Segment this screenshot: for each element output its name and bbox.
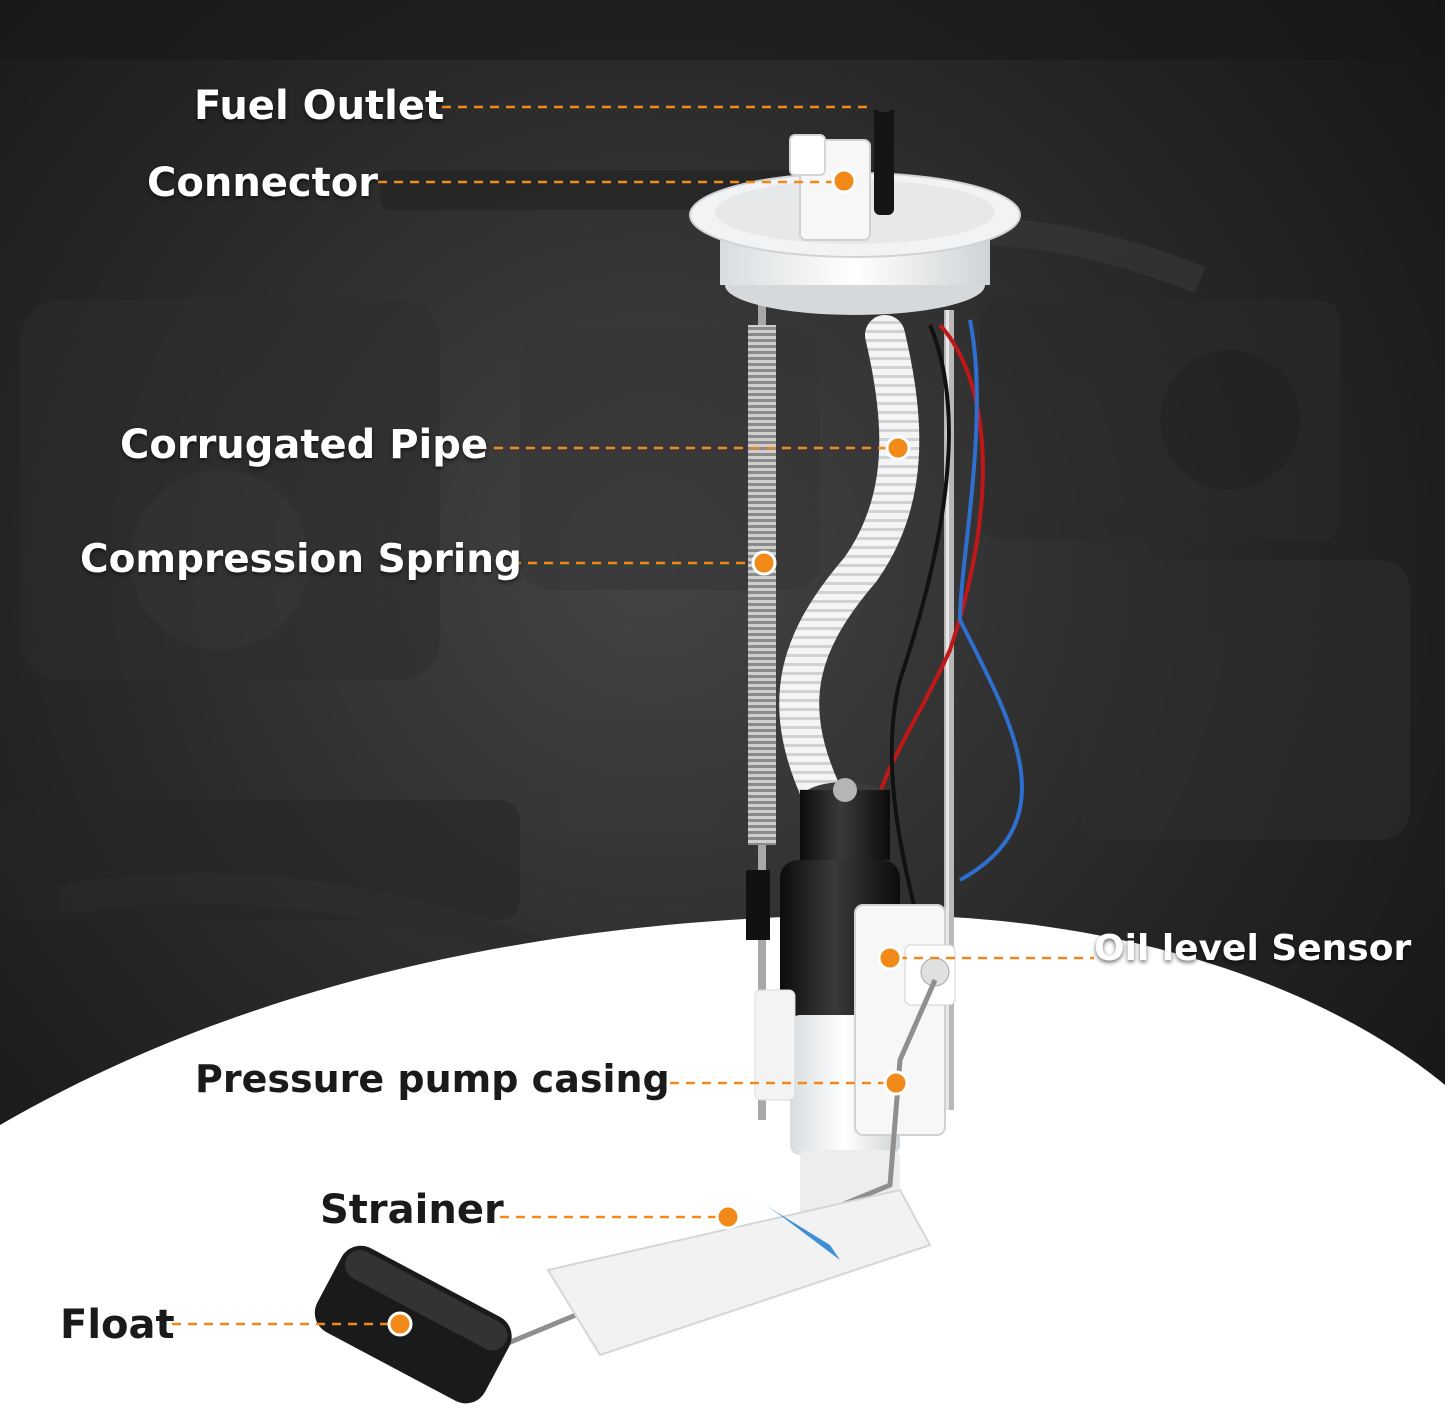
label-float: Float bbox=[60, 1302, 175, 1348]
compression-spring-body bbox=[748, 325, 776, 845]
strainer-marker bbox=[715, 1204, 741, 1230]
sensor-module bbox=[854, 904, 946, 1136]
float-marker bbox=[387, 1311, 413, 1337]
label-connector: Connector bbox=[147, 160, 378, 206]
corrugated-pipe-marker bbox=[885, 435, 911, 461]
blue-wire bbox=[957, 319, 1024, 882]
black-wire bbox=[889, 324, 951, 931]
label-corrugated-pipe: Corrugated Pipe bbox=[120, 422, 488, 468]
engine-silhouettes bbox=[0, 216, 1410, 975]
corrugated-pipe-body bbox=[779, 315, 920, 810]
label-compression-spring: Compression Spring bbox=[80, 537, 522, 582]
label-strainer: Strainer bbox=[320, 1187, 504, 1233]
float-body bbox=[314, 1245, 512, 1404]
label-oil-level-sensor: Oil level Sensor bbox=[1094, 928, 1412, 969]
label-fuel-outlet: Fuel Outlet bbox=[194, 83, 445, 129]
pressure-pump-casing-marker bbox=[883, 1070, 909, 1096]
label-pressure-pump-casing: Pressure pump casing bbox=[195, 1057, 670, 1101]
compression-spring-marker bbox=[751, 550, 777, 576]
connector-marker bbox=[831, 168, 857, 194]
oil-level-sensor-marker bbox=[877, 945, 903, 971]
fuel-outlet-nipple bbox=[874, 105, 894, 215]
